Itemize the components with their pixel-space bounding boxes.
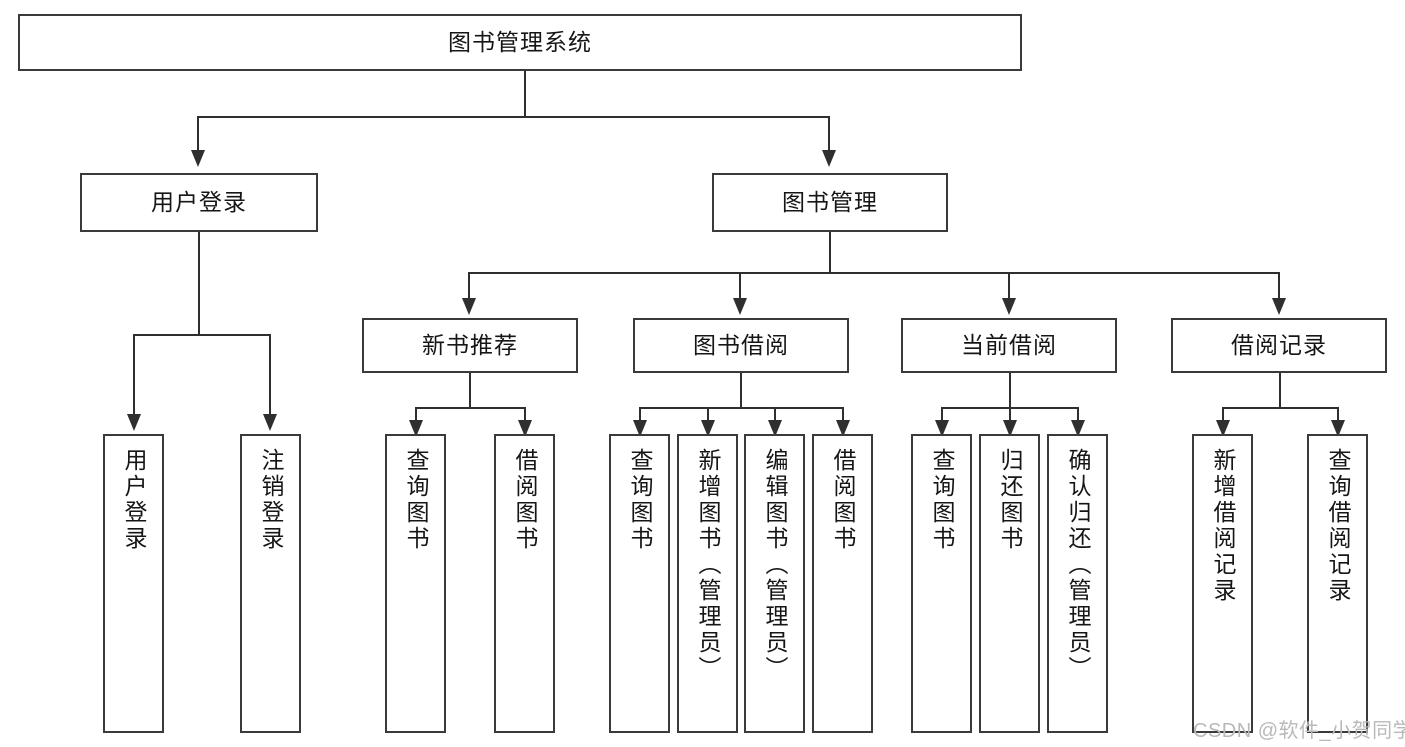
arrowhead-leaf-cb-query: [935, 420, 949, 437]
leaf-cb-return-book[interactable]: 归还图书: [979, 434, 1040, 733]
arrowhead-leaf-bb-edit: [768, 420, 782, 437]
edge-new-book-recommend-bus: [415, 407, 525, 409]
node-label: 用户登录: [151, 189, 247, 216]
arrowhead-leaf-bb-query: [633, 420, 647, 437]
arrowhead-leaf-bb-add: [701, 420, 715, 437]
edge-to-leaf-br-query: [1337, 407, 1339, 422]
node-label: 查询图书: [929, 448, 955, 552]
arrowhead-leaf-logout: [263, 414, 277, 431]
edge-to-new-book-recommend: [468, 272, 470, 300]
leaf-user-login[interactable]: 用户登录: [103, 434, 164, 733]
node-current-borrow[interactable]: 当前借阅: [901, 318, 1117, 373]
edge-borrow-record-stem: [1279, 373, 1281, 408]
leaf-bb-edit-book[interactable]: 编辑图书（管理员）: [744, 434, 805, 733]
arrowhead-leaf-br-add: [1216, 420, 1230, 437]
node-label: 借阅图书: [512, 448, 538, 552]
edge-level3-bus: [468, 272, 1279, 274]
edge-to-leaf-nbr-borrow: [524, 407, 526, 422]
node-user-login[interactable]: 用户登录: [80, 173, 318, 232]
edge-to-leaf-bb-query: [639, 407, 641, 422]
edge-to-borrow-record: [1278, 272, 1280, 300]
arrowhead-leaf-cb-confirm: [1071, 420, 1085, 437]
leaf-cb-query-book[interactable]: 查询图书: [911, 434, 972, 733]
edge-to-book-borrow: [739, 272, 741, 300]
leaf-cb-confirm-return[interactable]: 确认归还（管理员）: [1047, 434, 1108, 733]
leaf-nbr-borrow-book[interactable]: 借阅图书: [494, 434, 555, 733]
edge-to-current-borrow: [1008, 272, 1010, 300]
node-label: 归还图书: [997, 448, 1023, 552]
node-borrow-record[interactable]: 借阅记录: [1171, 318, 1387, 373]
arrowhead-leaf-nbr-borrow: [518, 420, 532, 437]
node-label: 图书管理系统: [448, 29, 592, 56]
arrowhead-leaf-cb-return: [1003, 420, 1017, 437]
arrowhead-current-borrow: [1002, 298, 1016, 315]
node-label: 查询借阅记录: [1325, 448, 1351, 604]
leaf-nbr-query-book[interactable]: 查询图书: [385, 434, 446, 733]
edge-book-borrow-bus: [639, 407, 843, 409]
leaf-logout[interactable]: 注销登录: [240, 434, 301, 733]
edge-to-leaf-bb-edit: [774, 407, 776, 422]
node-label: 注销登录: [258, 448, 284, 552]
edge-root-stem: [524, 71, 526, 117]
leaf-bb-add-book[interactable]: 新增图书（管理员）: [677, 434, 738, 733]
node-book-management-system[interactable]: 图书管理系统: [18, 14, 1022, 71]
node-book-borrow[interactable]: 图书借阅: [633, 318, 849, 373]
leaf-bb-borrow-book[interactable]: 借阅图书: [812, 434, 873, 733]
node-book-management[interactable]: 图书管理: [712, 173, 948, 232]
node-label: 新增借阅记录: [1210, 448, 1236, 604]
edge-book-management-stem: [829, 232, 831, 273]
node-label: 图书借阅: [693, 332, 789, 359]
edge-to-user-login: [197, 116, 199, 152]
edge-to-leaf-bb-borrow: [842, 407, 844, 422]
arrowhead-leaf-nbr-query: [409, 420, 423, 437]
node-new-book-recommend[interactable]: 新书推荐: [362, 318, 578, 373]
node-label: 查询图书: [627, 448, 653, 552]
edge-borrow-record-bus: [1222, 407, 1338, 409]
watermark-text: CSDN @软件_小贺同学: [1193, 720, 1405, 742]
node-label: 确认归还（管理员）: [1065, 448, 1091, 682]
arrowhead-book-management: [822, 150, 836, 167]
edge-user-login-stem: [198, 232, 200, 335]
node-label: 编辑图书（管理员）: [762, 448, 788, 682]
edge-to-leaf-user-login: [133, 334, 135, 416]
edge-user-login-bus: [133, 334, 270, 336]
edge-to-leaf-cb-return: [1009, 407, 1011, 422]
leaf-br-add-record[interactable]: 新增借阅记录: [1192, 434, 1253, 733]
edge-book-borrow-stem: [740, 373, 742, 408]
edge-to-leaf-br-add: [1222, 407, 1224, 422]
node-label: 借阅记录: [1231, 332, 1327, 359]
arrowhead-book-borrow: [733, 298, 747, 315]
node-label: 借阅图书: [830, 448, 856, 552]
edge-to-book-management: [828, 116, 830, 152]
edge-new-book-recommend-stem: [469, 373, 471, 408]
edge-level2-bus: [197, 116, 829, 118]
leaf-br-query-record[interactable]: 查询借阅记录: [1307, 434, 1368, 733]
arrowhead-borrow-record: [1272, 298, 1286, 315]
node-label: 用户登录: [121, 448, 147, 552]
arrowhead-user-login: [191, 150, 205, 167]
leaf-bb-query-book[interactable]: 查询图书: [609, 434, 670, 733]
arrowhead-leaf-user-login: [127, 414, 141, 431]
arrowhead-leaf-br-query: [1331, 420, 1345, 437]
arrowhead-leaf-bb-borrow: [836, 420, 850, 437]
arrowhead-new-book-recommend: [462, 298, 476, 315]
edge-to-leaf-logout: [269, 334, 271, 416]
node-label: 新增图书（管理员）: [695, 448, 721, 682]
node-label: 新书推荐: [422, 332, 518, 359]
node-label: 图书管理: [782, 189, 878, 216]
edge-to-leaf-bb-add: [707, 407, 709, 422]
edge-to-leaf-cb-query: [941, 407, 943, 422]
node-label: 查询图书: [403, 448, 429, 552]
edge-to-leaf-cb-confirm: [1077, 407, 1079, 422]
edge-current-borrow-stem: [1009, 373, 1011, 408]
edge-to-leaf-nbr-query: [415, 407, 417, 422]
node-label: 当前借阅: [961, 332, 1057, 359]
